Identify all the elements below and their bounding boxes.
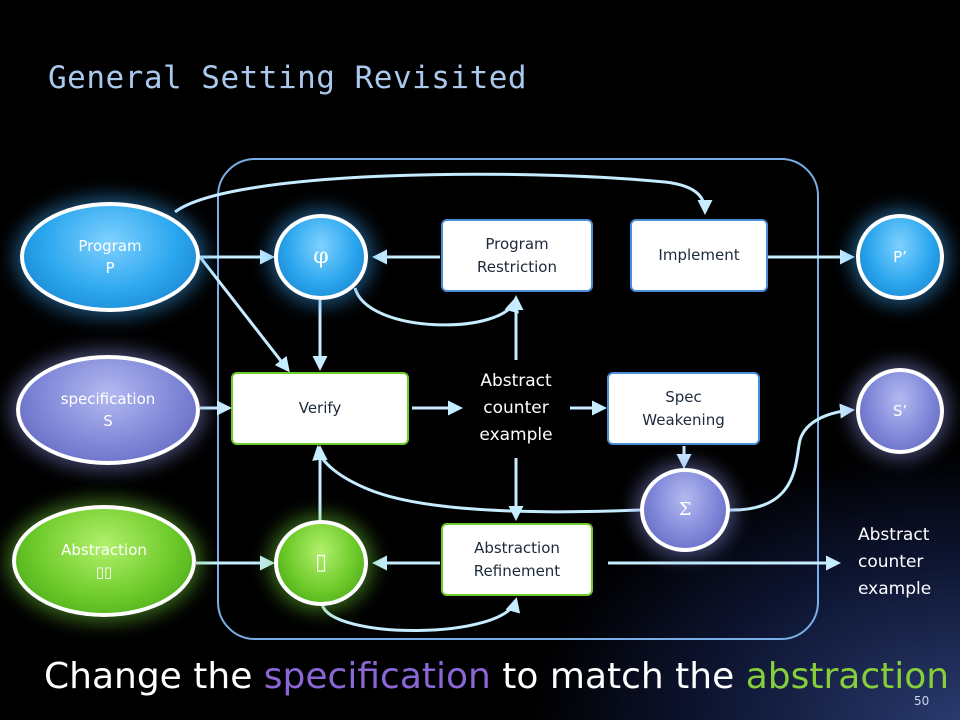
abstraction-refinement-line2: Refinement bbox=[473, 561, 561, 580]
abstraction-node-label: Abstraction bbox=[61, 541, 147, 559]
counterexample-center-line2: counter bbox=[483, 398, 549, 418]
verify-box: Verify bbox=[231, 372, 409, 445]
arrow-program-verify bbox=[198, 256, 290, 373]
counterexample-right-line1: Abstract bbox=[858, 525, 930, 545]
page-number: 50 bbox=[914, 694, 930, 708]
program-node-symbol: P bbox=[105, 259, 115, 277]
program-node-label: Program bbox=[78, 237, 142, 255]
p-prime-label: P’ bbox=[893, 248, 907, 266]
alpha-node: ▯ bbox=[274, 520, 368, 606]
sigma-node: Σ bbox=[640, 468, 730, 552]
caption-part2: to match the bbox=[490, 656, 746, 697]
program-restriction-line1: Program bbox=[485, 234, 549, 253]
p-prime-node: P’ bbox=[856, 214, 944, 300]
abstraction-refinement-box: Abstraction Refinement bbox=[441, 523, 593, 596]
program-node: Program P bbox=[20, 202, 200, 312]
specification-node-label: specification bbox=[60, 390, 156, 408]
counterexample-right-line3: example bbox=[858, 579, 932, 599]
counterexample-center-line1: Abstract bbox=[480, 371, 552, 391]
specification-node: specification S bbox=[16, 355, 200, 465]
process-frame bbox=[217, 158, 819, 640]
arrow-sigma-verify bbox=[312, 445, 641, 514]
abstraction-node-symbol: ▯▯ bbox=[95, 563, 113, 581]
caption-part1: Change the bbox=[44, 656, 264, 697]
spec-weakening-box: Spec Weakening bbox=[607, 372, 760, 445]
counterexample-right-label: Abstract counter example bbox=[858, 522, 954, 603]
spec-weakening-line2: Weakening bbox=[642, 410, 725, 429]
implement-label: Implement bbox=[658, 246, 740, 264]
program-restriction-box: Program Restriction bbox=[441, 219, 593, 292]
s-prime-node: S’ bbox=[856, 368, 944, 454]
arrow-alpha-refinement bbox=[320, 597, 520, 632]
caption-abs-word: abstraction bbox=[745, 656, 950, 697]
phi-symbol: φ bbox=[313, 244, 329, 269]
alpha-symbol: ▯ bbox=[314, 550, 328, 575]
slide-title: General Setting Revisited bbox=[48, 60, 528, 96]
program-restriction-line2: Restriction bbox=[477, 257, 557, 276]
verify-label: Verify bbox=[298, 399, 342, 417]
counterexample-center-line3: example bbox=[479, 425, 553, 445]
abstraction-node: Abstraction ▯▯ bbox=[12, 505, 196, 617]
s-prime-label: S’ bbox=[892, 402, 908, 420]
caption-spec-word: specification bbox=[263, 656, 491, 697]
arrow-phi-restriction bbox=[353, 287, 519, 327]
sigma-symbol: Σ bbox=[678, 499, 692, 520]
slide-caption: Change the specification to match the ab… bbox=[44, 656, 949, 697]
arrow-sigma-sprime bbox=[727, 403, 855, 512]
implement-box: Implement bbox=[630, 219, 768, 292]
counterexample-center-label: Abstract counter example bbox=[462, 368, 570, 449]
counterexample-right-line2: counter bbox=[858, 552, 924, 572]
spec-weakening-line1: Spec bbox=[665, 387, 702, 406]
abstraction-refinement-line1: Abstraction bbox=[474, 538, 560, 557]
specification-node-symbol: S bbox=[103, 412, 113, 430]
phi-node: φ bbox=[274, 214, 368, 300]
arrow-program-implement bbox=[174, 172, 713, 215]
